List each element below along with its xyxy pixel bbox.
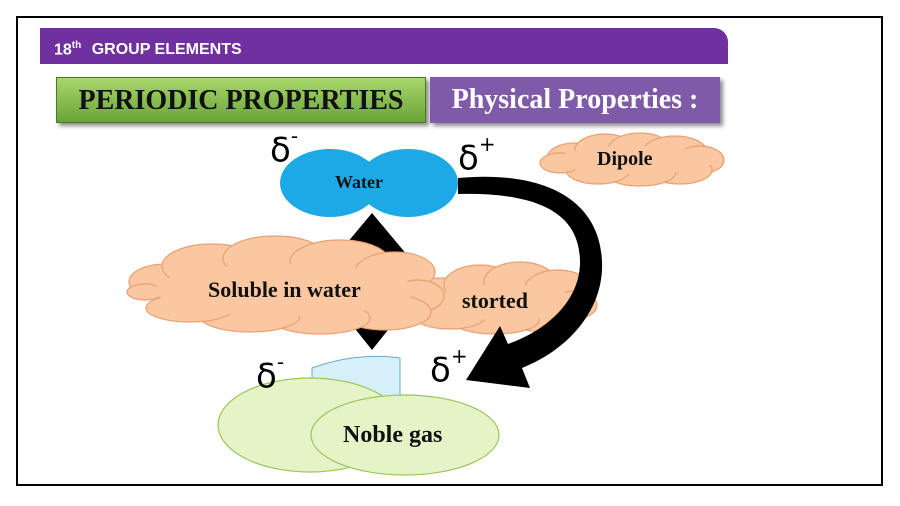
noble-gas-label: Noble gas xyxy=(343,422,443,448)
dipole-label: Dipole xyxy=(597,148,653,170)
curved-arrow xyxy=(458,176,603,388)
group-banner: 18th GROUP ELEMENTS xyxy=(40,28,728,64)
distorted-label: storted xyxy=(462,288,528,313)
water-label: Water xyxy=(335,172,383,192)
group-number: 18 xyxy=(54,41,72,59)
delta-minus-bottom: δ- xyxy=(256,350,285,397)
dipole-cloud xyxy=(539,132,725,187)
group-suffix: th xyxy=(71,40,82,51)
slide-frame xyxy=(16,16,883,486)
periodic-properties-title: PERIODIC PROPERTIES xyxy=(56,77,426,123)
soluble-cloud xyxy=(126,235,445,335)
soluble-label: Soluble in water xyxy=(208,277,361,302)
physical-properties-title: Physical Properties : xyxy=(430,77,720,123)
water-blob xyxy=(280,149,458,217)
delta-plus-top: δ+ xyxy=(458,132,496,179)
delta-minus-top: δ- xyxy=(270,124,299,171)
noble-gas-ellipse-front xyxy=(310,394,500,476)
group-label: GROUP ELEMENTS xyxy=(91,41,242,59)
delta-plus-bottom: δ+ xyxy=(430,344,468,391)
